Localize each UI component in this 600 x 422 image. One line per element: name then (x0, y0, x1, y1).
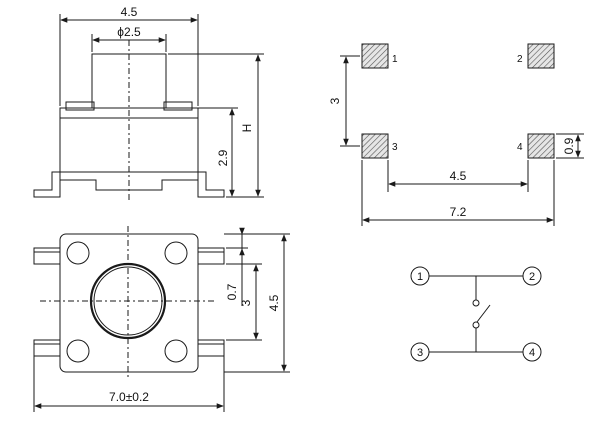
overall-spacing-label: 4.5 (267, 294, 281, 311)
terminal-2 (522, 266, 542, 286)
corner-nub-br (164, 339, 188, 363)
terminal-label-2: 2 (529, 271, 535, 283)
terminal-1 (410, 266, 430, 286)
switch-lever (476, 304, 491, 323)
shoulder-right (163, 101, 193, 111)
top-view (33, 226, 290, 412)
pitch-label: 0.7 (225, 283, 239, 300)
terminal-3 (410, 342, 430, 362)
terminal-4 (522, 342, 542, 362)
plunger-diameter-label: ϕ2.5 (117, 25, 141, 39)
top-width-label: 7.0±0.2 (109, 390, 149, 404)
side-width-label: 4.5 (121, 5, 138, 19)
top-lead-tr (197, 247, 225, 265)
pad-number-4: 4 (517, 142, 523, 153)
pad-height-label: 0.9 (562, 137, 576, 154)
fp-vertical-label: 3 (328, 97, 342, 104)
pad-number-1: 1 (392, 54, 398, 65)
top-lead-bl (33, 339, 61, 357)
fp-inner-label: 4.5 (450, 169, 467, 183)
pad-number-3: 3 (392, 142, 398, 153)
terminal-label-1: 1 (417, 271, 423, 283)
height-label: H (240, 124, 254, 133)
corner-nub-bl (66, 339, 90, 363)
corner-nub-tr (164, 241, 188, 265)
side-view (33, 14, 264, 200)
terminal-label-3: 3 (417, 347, 423, 359)
pad-3 (361, 133, 389, 159)
lead-left (33, 171, 61, 198)
contact-bottom (472, 321, 480, 329)
pad-1 (361, 43, 389, 69)
lead-right (197, 171, 225, 198)
top-lead-br (197, 339, 225, 357)
switch-schematic (410, 266, 542, 362)
body-height-label: 2.9 (216, 149, 230, 166)
corner-nub-tl (66, 241, 90, 265)
pad-4 (527, 133, 555, 159)
contact-top (472, 299, 480, 307)
inner-spacing-label: 3 (239, 299, 253, 306)
top-body (59, 233, 199, 373)
top-lead-tl (33, 247, 61, 265)
shoulder-left (65, 101, 95, 111)
pad-number-2: 2 (517, 54, 523, 65)
fp-overall-label: 7.2 (450, 205, 467, 219)
pad-2 (527, 43, 555, 69)
terminal-label-4: 4 (529, 347, 535, 359)
pcb-footprint (340, 43, 584, 226)
